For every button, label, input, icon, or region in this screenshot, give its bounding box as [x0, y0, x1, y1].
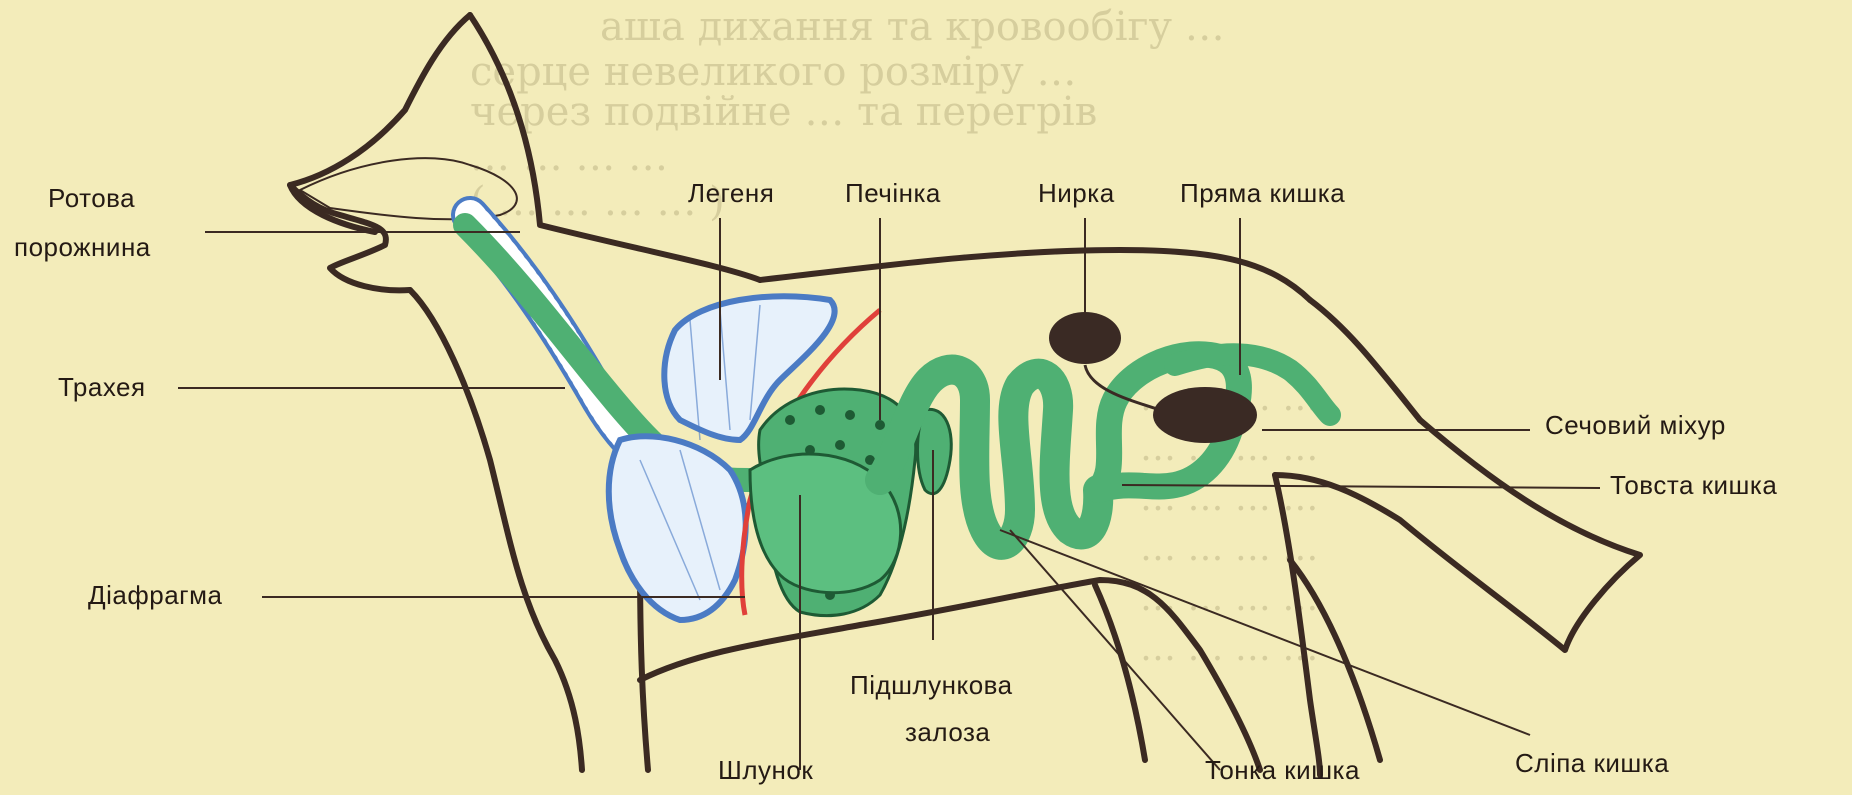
tail-outline	[1275, 420, 1640, 650]
label-rectum: Пряма кишка	[1180, 178, 1345, 209]
label-cecum: Сліпа кишка	[1515, 748, 1669, 779]
jaw-outline	[290, 185, 410, 290]
label-mouth-line2: порожнина	[14, 232, 151, 263]
label-pancreas-line1: Підшлункова	[850, 670, 1013, 701]
label-pancreas-line2: залоза	[905, 717, 990, 748]
hind-leg-back-outline	[1275, 475, 1320, 775]
kidney	[1049, 312, 1121, 364]
label-large-intestine: Товста кишка	[1610, 470, 1777, 501]
label-lung: Легеня	[688, 178, 774, 209]
svg-text:… … … …: … … … …	[1140, 628, 1318, 669]
label-mouth-line1: Ротова	[48, 183, 135, 214]
label-small-intestine: Тонка кишка	[1205, 755, 1360, 786]
label-liver: Печінка	[845, 178, 941, 209]
bleed-through-text: аша дихання та кровообігу … серце невели…	[470, 4, 1318, 669]
hind-leg-outline	[1095, 585, 1145, 760]
label-diaphragm: Діафрагма	[88, 580, 222, 611]
svg-text:аша дихання та кровообігу …: аша дихання та кровообігу …	[600, 4, 1225, 50]
label-kidney: Нирка	[1038, 178, 1115, 209]
svg-text:… … … …: … … … …	[470, 134, 668, 180]
label-bladder: Сечовий міхур	[1545, 410, 1726, 441]
back-outline	[760, 250, 1310, 300]
label-trachea: Трахея	[58, 372, 146, 403]
label-stomach: Шлунок	[718, 755, 813, 786]
svg-text:через подвійне … та перегр: через подвійне … та перегрів	[470, 89, 1097, 135]
bladder	[1153, 387, 1257, 443]
svg-text:( … … … … ): ( … … … … )	[470, 179, 725, 225]
